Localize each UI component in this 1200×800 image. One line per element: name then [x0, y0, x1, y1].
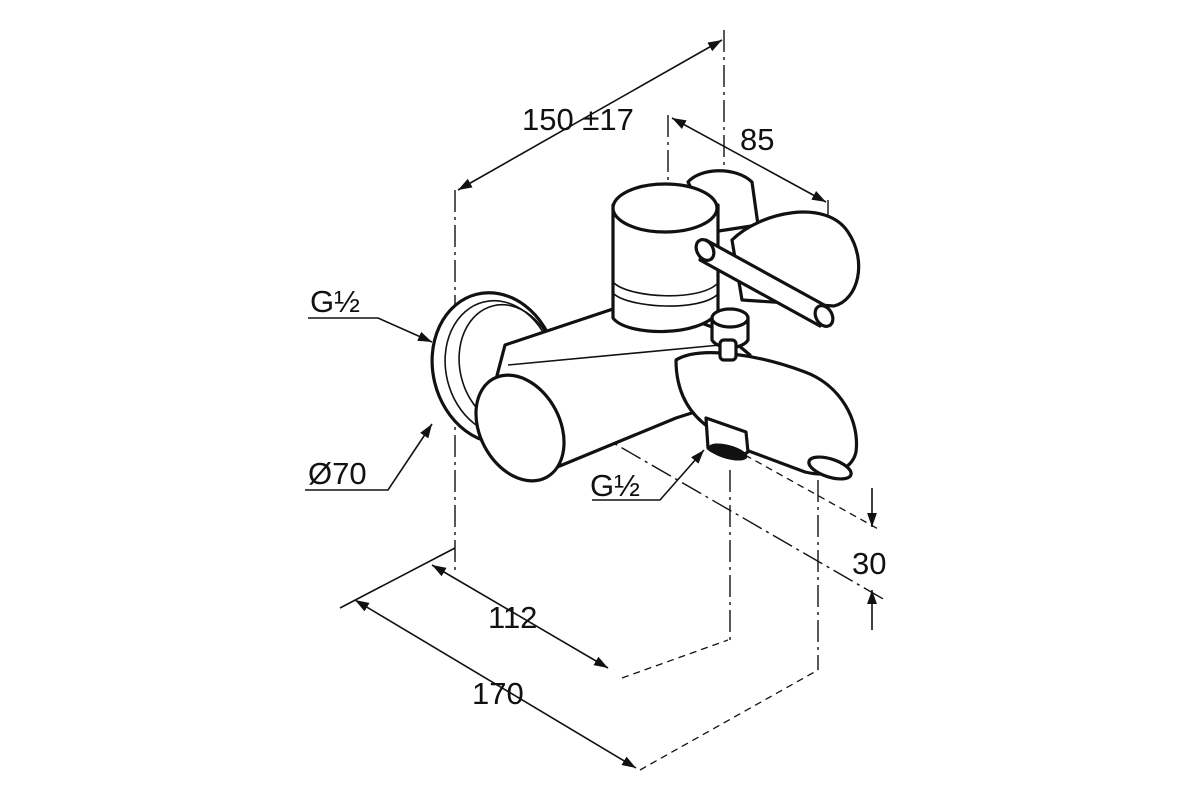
label-rosette-diameter: Ø70 [308, 456, 367, 491]
label-outlet-thread: G½ [590, 468, 640, 503]
diverter-knob [710, 307, 750, 362]
body-end-cap [474, 373, 566, 483]
label-overall-projection: 170 [472, 676, 524, 711]
label-inlet-thread: G½ [310, 284, 360, 319]
dimension-labels: 150 ±17 85 G½ Ø70 G½ 30 112 170 [308, 102, 886, 711]
outlet-connector [704, 416, 750, 461]
dimension-lines [305, 39, 877, 769]
lever-arm [694, 238, 835, 328]
label-lever-offset: 85 [740, 122, 774, 157]
label-center-distance: 150 ±17 [522, 102, 634, 137]
label-spout-height: 30 [852, 546, 886, 581]
spout [674, 351, 859, 481]
faucet [430, 169, 861, 483]
label-inlet-to-outlet: 112 [488, 600, 537, 635]
